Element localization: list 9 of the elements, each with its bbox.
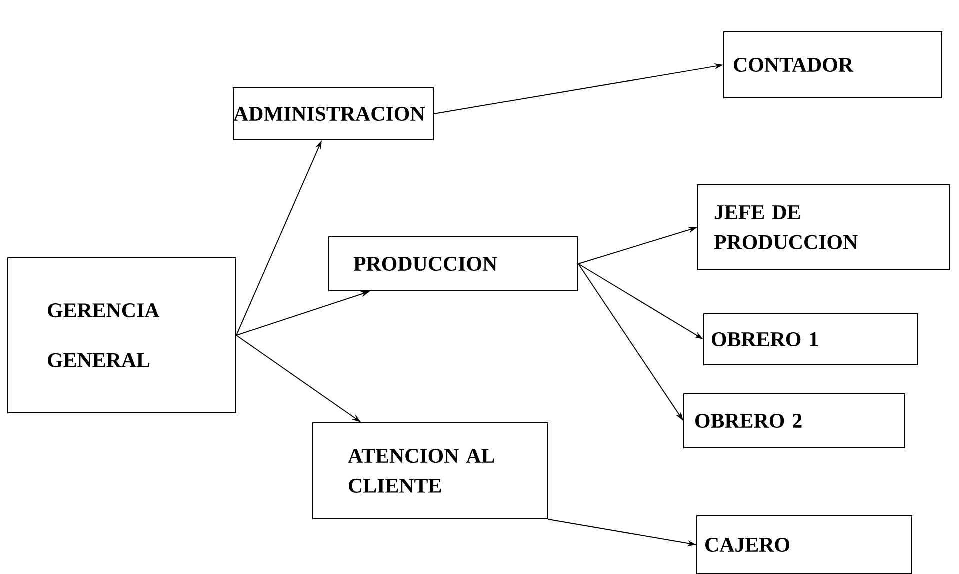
org-box: OBRERO 2 [684, 394, 906, 448]
org-box: CONTADOR [724, 32, 942, 98]
org-box: ATENCION AL CLIENTE [312, 422, 548, 520]
org-box: JEFE DE PRODUCCION [698, 184, 950, 270]
org-box: GERENCIA GENERAL [8, 258, 236, 414]
org-box: PRODUCCION [328, 236, 578, 292]
org-box: CAJERO [696, 516, 912, 574]
org-box: OBRERO 1 [704, 314, 918, 366]
org-box: ADMINISTRACION [233, 88, 434, 140]
